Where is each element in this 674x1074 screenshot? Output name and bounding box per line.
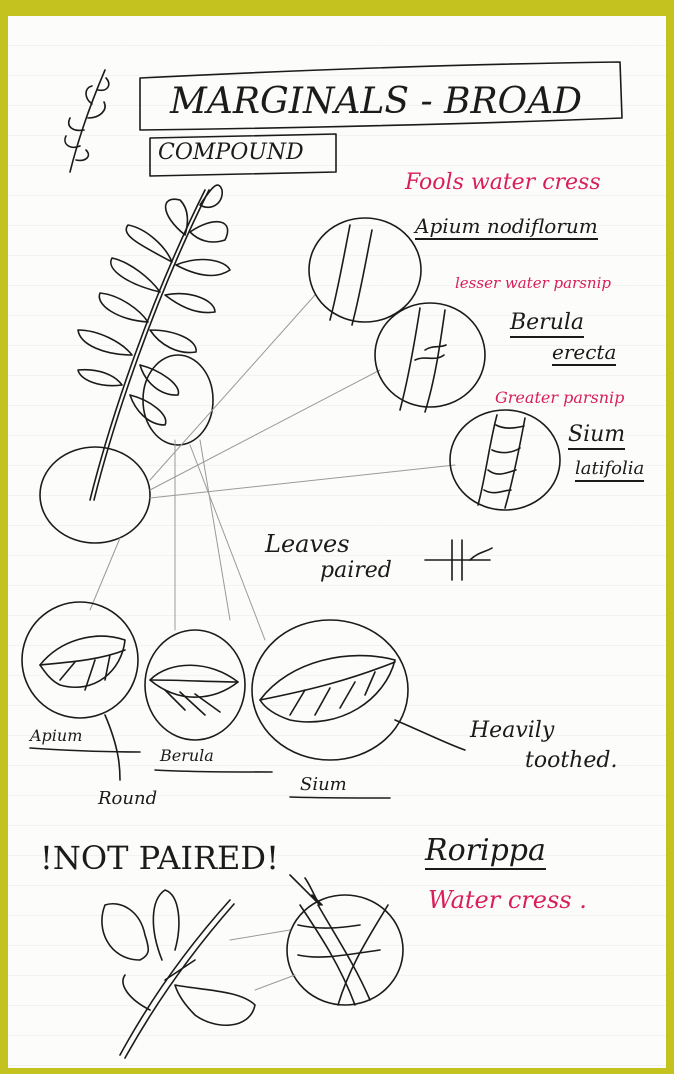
leaves-paired-label-2: paired xyxy=(320,560,392,582)
latin-name-berula-1: Berula xyxy=(510,312,584,338)
leaflet-sium xyxy=(252,620,408,760)
common-name-rorippa: Water cress . xyxy=(428,888,587,912)
latin-name-apium: Apium nodiflorum xyxy=(415,216,598,240)
latin-name-sium-1: Sium xyxy=(568,424,625,450)
page-subtitle: COMPOUND xyxy=(158,142,304,164)
page-title: MARGINALS - BROAD xyxy=(170,84,582,120)
stem-circle-sium xyxy=(450,410,560,510)
leaflet-berula xyxy=(145,630,245,740)
round-label: Round xyxy=(98,790,157,808)
stem-circle-rorippa xyxy=(287,895,403,1005)
common-name-berula: lesser water parsnip xyxy=(455,276,611,291)
sprig-icon xyxy=(65,70,109,172)
leaves-paired-label-1: Leaves xyxy=(265,532,350,556)
toothed-label: toothed. xyxy=(525,750,617,772)
common-name-sium: Greater parsnip xyxy=(495,390,624,406)
latin-name-berula-2: erecta xyxy=(552,342,616,366)
zoom-lines xyxy=(90,295,455,640)
heavily-label: Heavily xyxy=(470,720,554,742)
leaf-label-berula: Berula xyxy=(160,748,214,764)
not-paired-heading: !NOT PAIRED! xyxy=(40,842,279,874)
stem-circle-berula xyxy=(375,303,485,412)
latin-name-sium-2: latifolia xyxy=(575,460,644,482)
common-name-apium: Fools water cress xyxy=(405,172,601,194)
watercress-sketch xyxy=(102,890,255,1058)
latin-name-rorippa: Rorippa xyxy=(425,836,546,870)
compound-leaf-sketch xyxy=(40,185,230,543)
leaf-label-apium: Apium xyxy=(30,728,82,744)
leaflet-apium xyxy=(22,602,138,718)
leaf-label-sium: Sium xyxy=(300,776,347,794)
